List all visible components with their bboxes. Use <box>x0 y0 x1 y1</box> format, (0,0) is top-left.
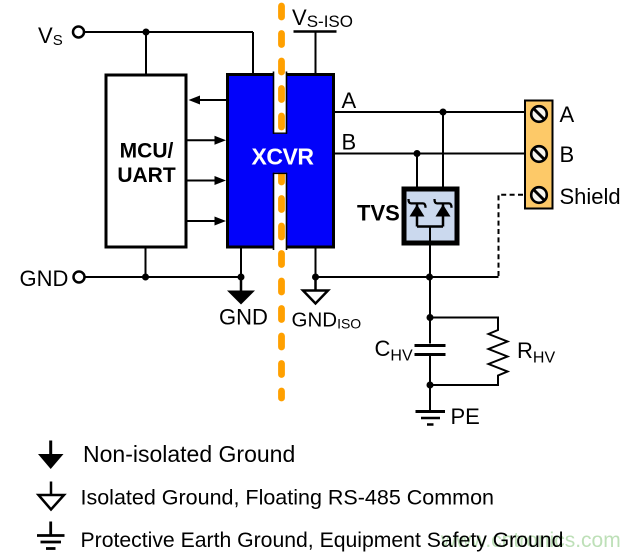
svg-text:UART: UART <box>117 164 175 187</box>
svg-text:A: A <box>342 88 357 113</box>
svg-text:A: A <box>560 102 575 127</box>
svg-text:B: B <box>342 130 357 155</box>
svg-text:Shield: Shield <box>560 184 621 209</box>
svg-text:Isolated Ground, Floating RS-4: Isolated Ground, Floating RS-485 Common <box>81 486 495 510</box>
svg-text:MCU/: MCU/ <box>120 140 174 163</box>
svg-text:Protective Earth Ground, Equip: Protective Earth Ground, Equipment Safet… <box>81 529 564 552</box>
svg-text:www.cntronics.com: www.cntronics.com <box>440 529 621 552</box>
svg-text:PE: PE <box>451 404 480 429</box>
svg-text:B: B <box>560 142 575 167</box>
svg-text:Non-isolated Ground: Non-isolated Ground <box>83 441 295 467</box>
svg-text:GND: GND <box>20 266 69 291</box>
svg-text:GND: GND <box>219 305 268 330</box>
svg-text:XCVR: XCVR <box>252 143 315 169</box>
svg-text:TVS: TVS <box>357 201 400 226</box>
